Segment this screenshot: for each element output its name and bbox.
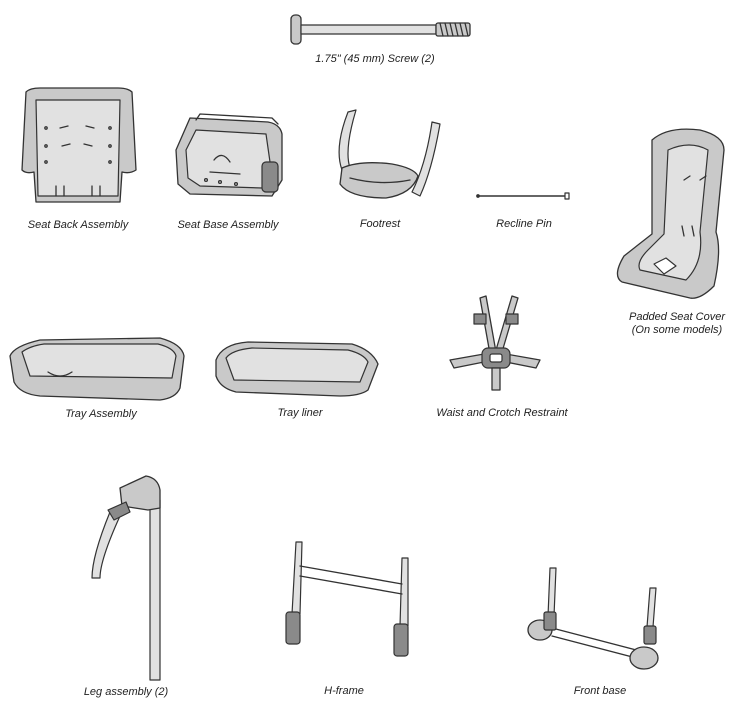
seat-cover-label-line1: Padded Seat Cover	[628, 311, 725, 323]
leg-label: Leg assembly (2)	[83, 686, 169, 698]
hframe-label: H-frame	[324, 685, 364, 697]
front-base-label: Front base	[573, 685, 627, 697]
tray-liner-label: Tray liner	[277, 407, 323, 419]
seat-back-label: Seat Back Assembly	[27, 219, 129, 231]
restraint-label: Waist and Crotch Restraint	[436, 407, 568, 419]
recline-pin-label: Recline Pin	[496, 218, 552, 230]
screw-label: 1.75" (45 mm) Screw (2)	[315, 53, 435, 65]
tray-label: Tray Assembly	[65, 408, 137, 420]
footrest-label: Footrest	[359, 218, 401, 230]
seat-cover-label-line2: (On some models)	[631, 324, 723, 336]
seat-base-label: Seat Base Assembly	[177, 219, 279, 231]
